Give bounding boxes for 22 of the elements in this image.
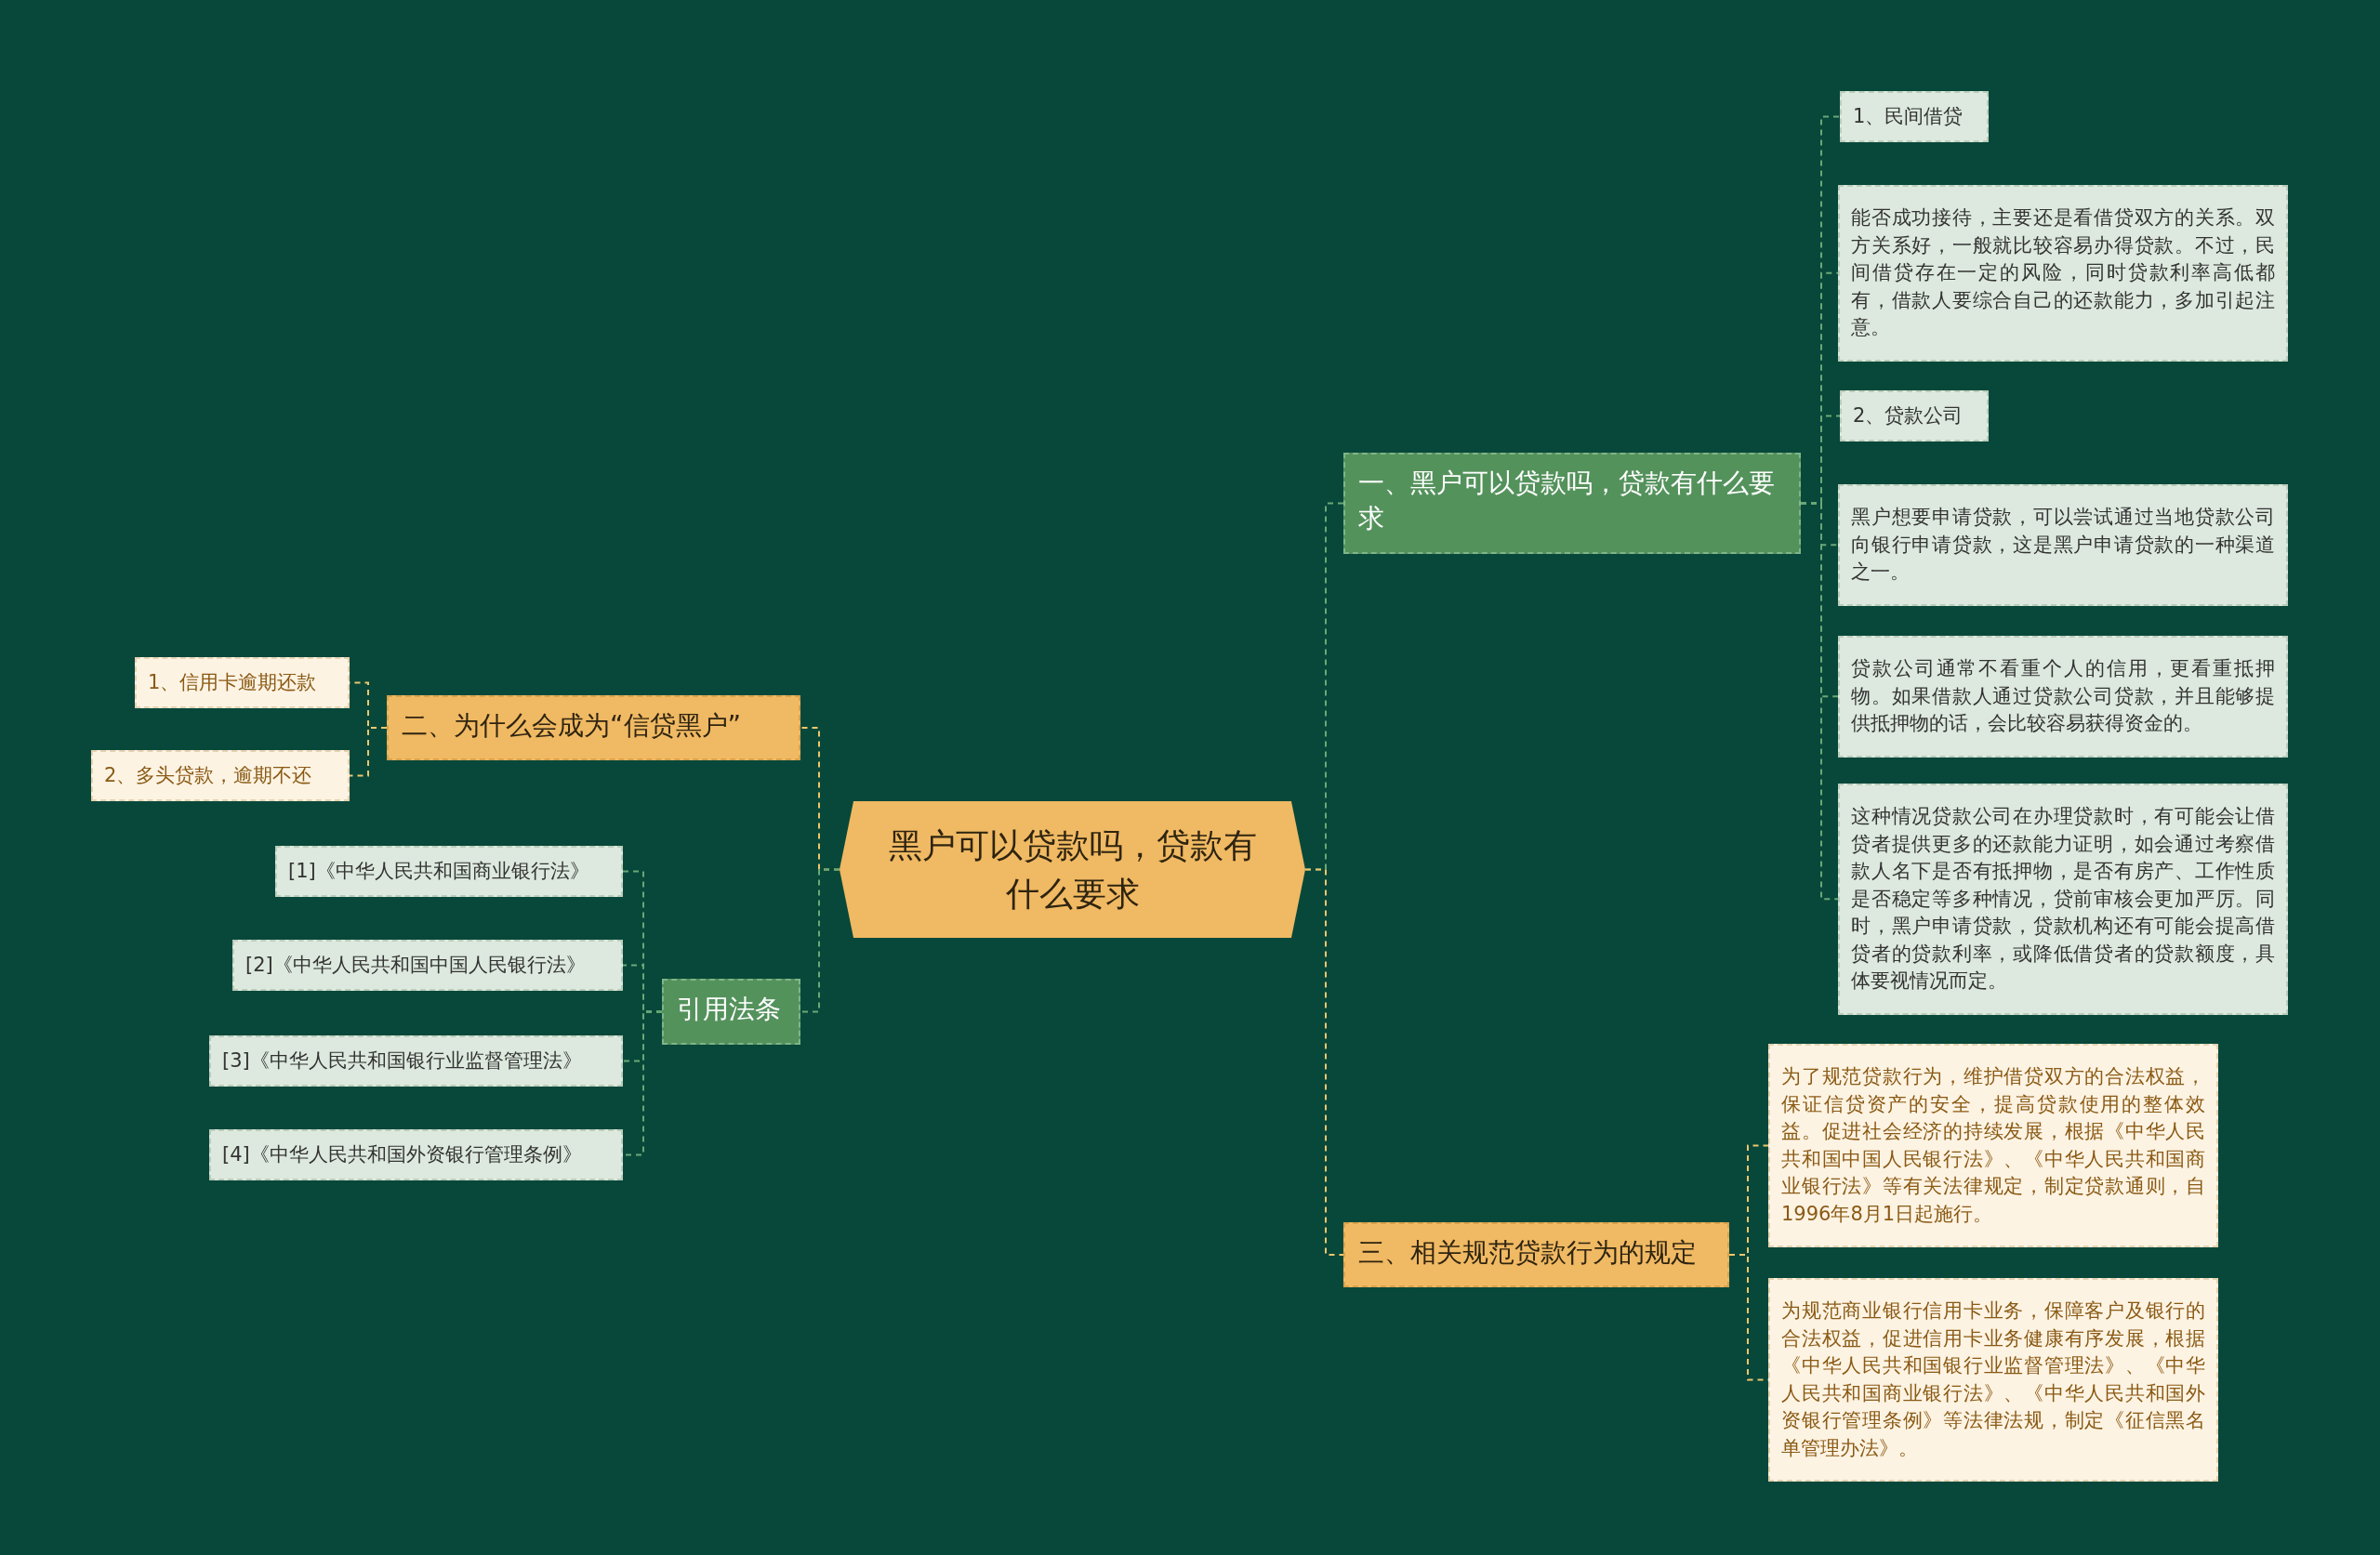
note-box: 贷款公司通常不看重个人的信用，更看重抵押物。如果借款人通过贷款公司贷款，并且能够提供抵押物的话，会比较容易获得资金的。: [1838, 636, 2288, 758]
topic-box: 一、黑户可以贷款吗，贷款有什么要求: [1343, 453, 1801, 554]
topic-box: 三、相关规范贷款行为的规定: [1343, 1222, 1729, 1287]
note-box: 黑户想要申请贷款，可以尝试通过当地贷款公司向银行申请贷款，这是黑户申请贷款的一种渠道之一。: [1838, 484, 2288, 606]
central-topic: 黑户可以贷款吗，贷款有什么要求: [840, 801, 1305, 938]
subtopic-box: [1]《中华人民共和国商业银行法》: [275, 846, 623, 897]
subtopic-box: 2、贷款公司: [1840, 390, 1989, 441]
connector-line: [349, 727, 388, 777]
note-box: 为规范商业银行信用卡业务，保障客户及银行的合法权益，促进信用卡业务健康有序发展，根据《中华人民共和国银行业监督管理法》、《中华人民共和国商业银行法》、《中华人民共和国外资银行管理条例》等法律法规，制定《征信黑名单管理办法》。: [1768, 1278, 2218, 1482]
connector-line: [1304, 868, 1344, 1256]
subtopic-box: 1、信用卡逾期还款: [135, 657, 350, 708]
subtopic-box: [2]《中华人民共和国中国人民银行法》: [232, 940, 623, 991]
subtopic-box: 1、民间借贷: [1840, 91, 1989, 142]
note-box: 能否成功接待，主要还是看借贷双方的关系。双方关系好，一般就比较容易办得贷款。不过，民间借贷存在一定的风险，同时贷款利率高低都有，借款人要综合自己的还款能力，多加引起注意。: [1838, 185, 2288, 362]
subtopic-box: 2、多头贷款，逾期不还: [91, 750, 350, 801]
note-box: 这种情况贷款公司在办理贷款时，有可能会让借贷者提供更多的还款能力证明，如会通过考察借款人名下是否有抵押物，是否有房产、工作性质是否稳定等多种情况，贷前审核会更加严厉。同时，黑户申请贷款，贷款机构还有可能会提高借贷者的贷款利率，或降低借贷者的贷款额度，具体要视情况而定。: [1838, 784, 2288, 1015]
topic-box: 引用法条: [662, 979, 800, 1045]
connector-line: [800, 868, 840, 1013]
note-box: 为了规范贷款行为，维护借贷双方的合法权益，保证信贷资产的安全，提高贷款使用的整体效益。促进社会经济的持续发展，根据《中华人民共和国中国人民银行法》、《中华人民共和国商业银行法》等有关法律规定，制定贷款通则，自1996年8月1日起施行。: [1768, 1044, 2218, 1247]
subtopic-box: [3]《中华人民共和国银行业监督管理法》: [209, 1035, 623, 1087]
subtopic-box: [4]《中华人民共和国外资银行管理条例》: [209, 1129, 623, 1180]
topic-box: 二、为什么会成为“信贷黑户”: [387, 695, 800, 760]
